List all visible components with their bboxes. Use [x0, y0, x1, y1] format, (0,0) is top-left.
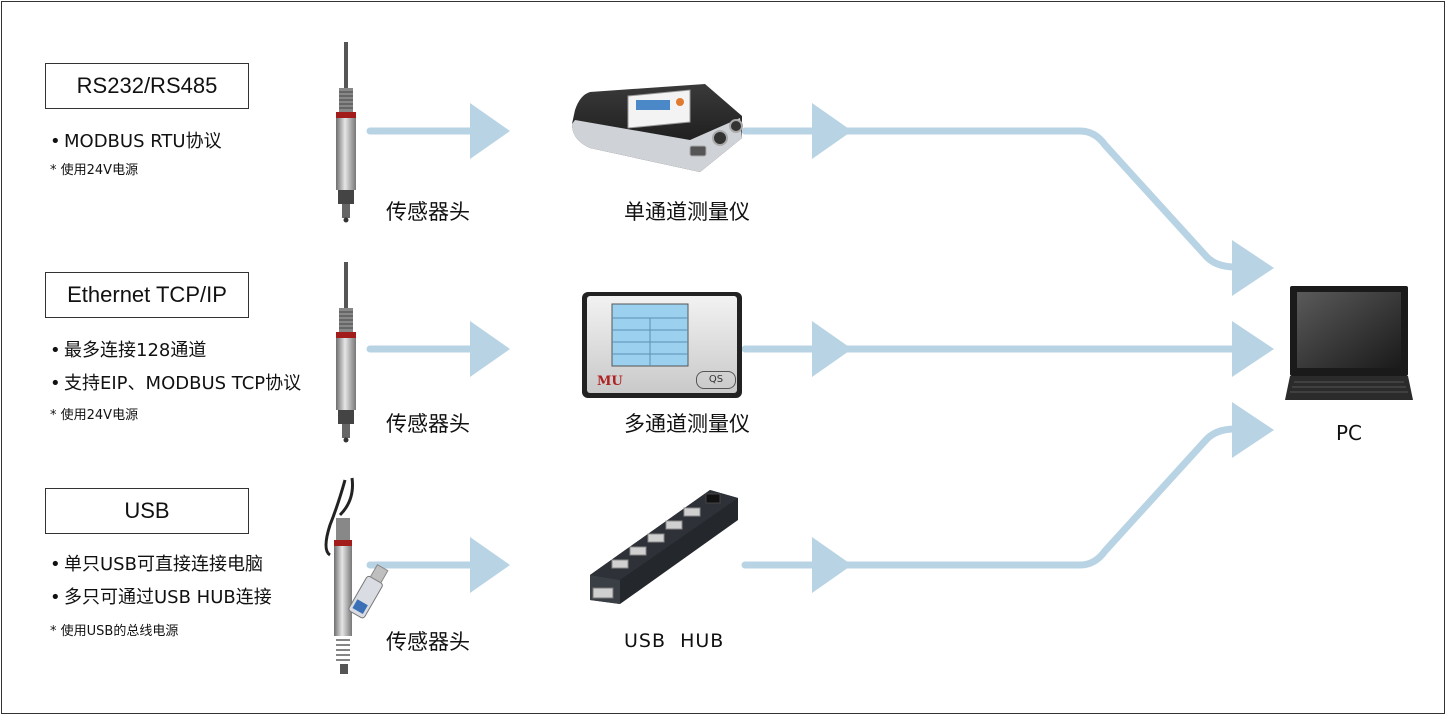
arrow-1c	[1232, 240, 1274, 296]
power-note: * 使用24V电源	[50, 163, 139, 178]
feature-bullet: •支持EIP、MODBUS TCP协议	[50, 373, 302, 394]
arrow-3a	[470, 537, 510, 593]
usb-hub-icon	[590, 490, 738, 604]
sensor-label: 传感器头	[386, 200, 470, 224]
sensor-probe-icon-2	[336, 262, 356, 443]
arrow-1a	[470, 103, 510, 159]
device-label-multi-channel: 多通道测量仪	[624, 412, 750, 436]
meter-panel-logo: QS	[696, 371, 736, 389]
single-channel-meter-icon	[572, 84, 743, 172]
usb-sensor-probe-icon	[324, 477, 389, 674]
feature-bullet: •MODBUS RTU协议	[50, 131, 222, 152]
interface-title-rs232: RS232/RS485	[45, 63, 249, 109]
arrow-2c	[1232, 321, 1274, 377]
flow-line-3c	[841, 425, 1239, 569]
arrow-3b	[812, 537, 852, 593]
meter-panel-brand: MU	[597, 374, 623, 389]
arrow-2b	[812, 321, 852, 377]
device-label-single-channel: 单通道测量仪	[624, 200, 750, 224]
interface-title-usb: USB	[45, 488, 249, 534]
arrow-1b	[812, 103, 852, 159]
feature-bullet: •多只可通过USB HUB连接	[50, 587, 272, 608]
power-note: * 使用24V电源	[50, 408, 139, 423]
interface-title-ethernet: Ethernet TCP/IP	[45, 272, 249, 318]
sensor-probe-icon-1	[336, 42, 356, 223]
device-label-usb-hub: USB HUB	[624, 630, 725, 652]
feature-bullet: •最多连接128通道	[50, 340, 207, 361]
pc-label: PC	[1336, 421, 1363, 445]
flow-line-1c	[841, 127, 1239, 271]
power-note: * 使用USB的总线电源	[50, 624, 179, 639]
sensor-label: 传感器头	[386, 630, 470, 654]
arrow-3c	[1232, 402, 1274, 458]
sensor-label: 传感器头	[386, 412, 470, 436]
laptop-icon	[1285, 286, 1413, 400]
arrow-2a	[470, 321, 510, 377]
feature-bullet: •单只USB可直接连接电脑	[50, 554, 263, 575]
